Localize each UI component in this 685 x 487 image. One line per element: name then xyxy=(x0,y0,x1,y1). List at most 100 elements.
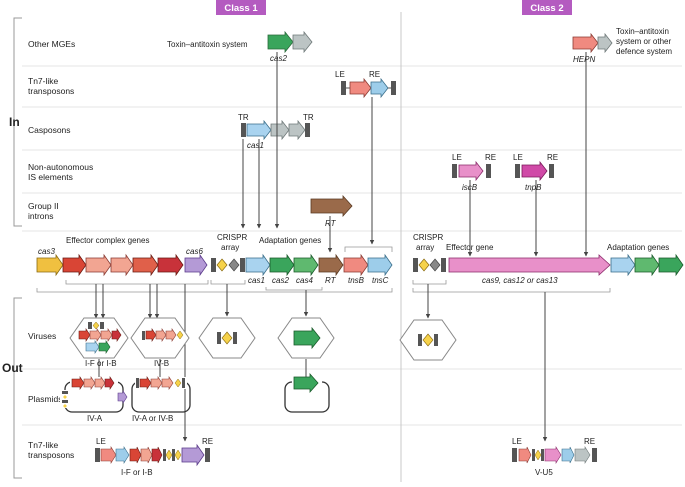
row-nonauto-2: IS elements xyxy=(28,172,73,182)
virus1-gene-6 xyxy=(98,340,111,354)
virus1-gene-4 xyxy=(111,328,122,342)
crispr1-spacer-2 xyxy=(228,258,240,272)
tn7-out-label: I-F or I-B xyxy=(121,468,153,477)
caspo-cas1-arrow xyxy=(246,119,272,141)
iscb-le-box xyxy=(452,164,457,178)
class1-header: Class 1 xyxy=(224,3,258,14)
caspo-tr-right: TR xyxy=(303,113,314,122)
gene-cas6 xyxy=(184,253,208,277)
virus1-gene-3 xyxy=(100,328,113,342)
plasmid1-cas6 xyxy=(117,390,128,404)
class2-adapt-1 xyxy=(610,253,636,277)
class2-adapt-2 xyxy=(634,253,660,277)
crispr2-line1: CRISPR xyxy=(413,233,443,242)
crispr1-spacer xyxy=(216,258,228,272)
class2-brackets xyxy=(412,280,611,293)
vu5-le: LE xyxy=(512,437,522,446)
tnpb-le: LE xyxy=(513,153,523,162)
plasmid3-gene xyxy=(293,372,319,394)
class2-ta-3: defence system xyxy=(616,47,672,56)
ta-toxin-arrow xyxy=(267,30,294,54)
plasmid1-gene-3 xyxy=(94,376,106,390)
class1-in-arrows xyxy=(240,52,375,253)
vu5-re-box xyxy=(592,448,597,462)
plasmid2-repeat xyxy=(136,378,139,388)
plasmid2-label: IV-A or IV-B xyxy=(132,414,173,423)
virus4-gene xyxy=(293,326,321,350)
tn7-out-cas6 xyxy=(181,443,205,467)
group2-rt-arrow xyxy=(310,194,353,218)
crispr2-spacer xyxy=(418,258,430,272)
class2-hepn-arrow xyxy=(572,32,599,54)
tn7-out-crispr-s1 xyxy=(165,449,173,461)
crispr2-repeat-2 xyxy=(441,258,446,272)
class2-out-arrows xyxy=(425,284,548,442)
gene-cas3 xyxy=(36,253,64,277)
row-plasmids: Plasmids xyxy=(28,394,62,404)
plasmid2-repeat-b xyxy=(182,378,185,388)
virus1-gene-1 xyxy=(78,328,91,342)
vu5-tnsc xyxy=(561,446,575,464)
tn7-out-g2 xyxy=(140,446,153,464)
plasmid1-label: IV-A xyxy=(87,414,103,423)
tn7-in-tnsc-arrow xyxy=(370,77,389,99)
gene-rt xyxy=(318,253,344,277)
vu5-re: RE xyxy=(584,437,595,446)
gene-red-3 xyxy=(157,253,184,277)
caspo-cas1: cas1 xyxy=(247,141,264,150)
tn7-in-le-box xyxy=(341,81,346,95)
plasmid1-crispr-r2 xyxy=(62,400,68,403)
label-cas2: cas2 xyxy=(272,276,289,285)
class1-ta-label: Toxin–antitoxin system xyxy=(167,40,248,49)
virus1-repeat-a xyxy=(88,322,92,329)
plasmid1-crispr-s1 xyxy=(63,395,67,399)
virus2-gene-3 xyxy=(165,328,177,342)
gene-cas1 xyxy=(245,253,271,277)
out-bracket xyxy=(13,297,22,479)
tn7-in-tnsb-arrow xyxy=(349,77,372,99)
vu5-crispr-r1 xyxy=(532,449,535,461)
tn7-out-le-box xyxy=(95,448,100,462)
iscb-arrow xyxy=(458,160,484,182)
virus1-repeat-b xyxy=(100,322,104,329)
class1-out-arrows xyxy=(93,284,309,442)
tn7-out-re-box xyxy=(205,448,210,462)
row-viruses: Viruses xyxy=(28,331,56,341)
gene-tnsc xyxy=(367,253,393,277)
effector-header: Effector complex genes xyxy=(66,236,149,245)
gene-red-2 xyxy=(132,253,159,277)
plasmid1-crispr-s2 xyxy=(63,404,67,408)
iscb-re: RE xyxy=(485,153,496,162)
crispr2-line2: array xyxy=(416,243,434,252)
caspo-arrow-3 xyxy=(288,119,306,141)
plasmid1-gene-2 xyxy=(83,376,96,390)
class2-header-box xyxy=(522,0,572,15)
plasmid2-gene-2 xyxy=(150,376,163,390)
row-tn7-in-1: Tn7-like xyxy=(28,76,59,86)
tnpb-arrow xyxy=(521,160,548,182)
label-cas4: cas4 xyxy=(296,276,313,285)
tn7-out-crispr-r1 xyxy=(163,449,166,461)
caspo-arrow-2 xyxy=(270,119,290,141)
label-cas6: cas6 xyxy=(186,247,203,256)
in-label: In xyxy=(9,115,20,129)
class2-virus-repeat-b xyxy=(434,334,438,346)
gene-red-1 xyxy=(62,253,87,277)
class1-cas2-top: cas2 xyxy=(270,54,287,63)
tnpb-re-box xyxy=(549,164,554,178)
class2-effector-genes: cas9, cas12 or cas13 xyxy=(482,276,558,285)
virus1-spacer xyxy=(92,321,100,330)
crispr2-repeat-1 xyxy=(413,258,418,272)
virus3-repeat-a xyxy=(217,332,221,344)
virus2-spacer xyxy=(176,330,184,340)
row-group2-2: introns xyxy=(28,211,54,221)
tnpb-le-box xyxy=(515,164,520,178)
vu5-g1 xyxy=(574,445,591,465)
tn7-out-le: LE xyxy=(96,437,106,446)
crispr1-repeat-1 xyxy=(211,258,216,272)
virus2-gene-1 xyxy=(145,328,157,342)
crispr2-spacer-2 xyxy=(429,258,441,272)
caspo-right-tir xyxy=(305,123,310,137)
crispr1-line1: CRISPR xyxy=(217,233,247,242)
